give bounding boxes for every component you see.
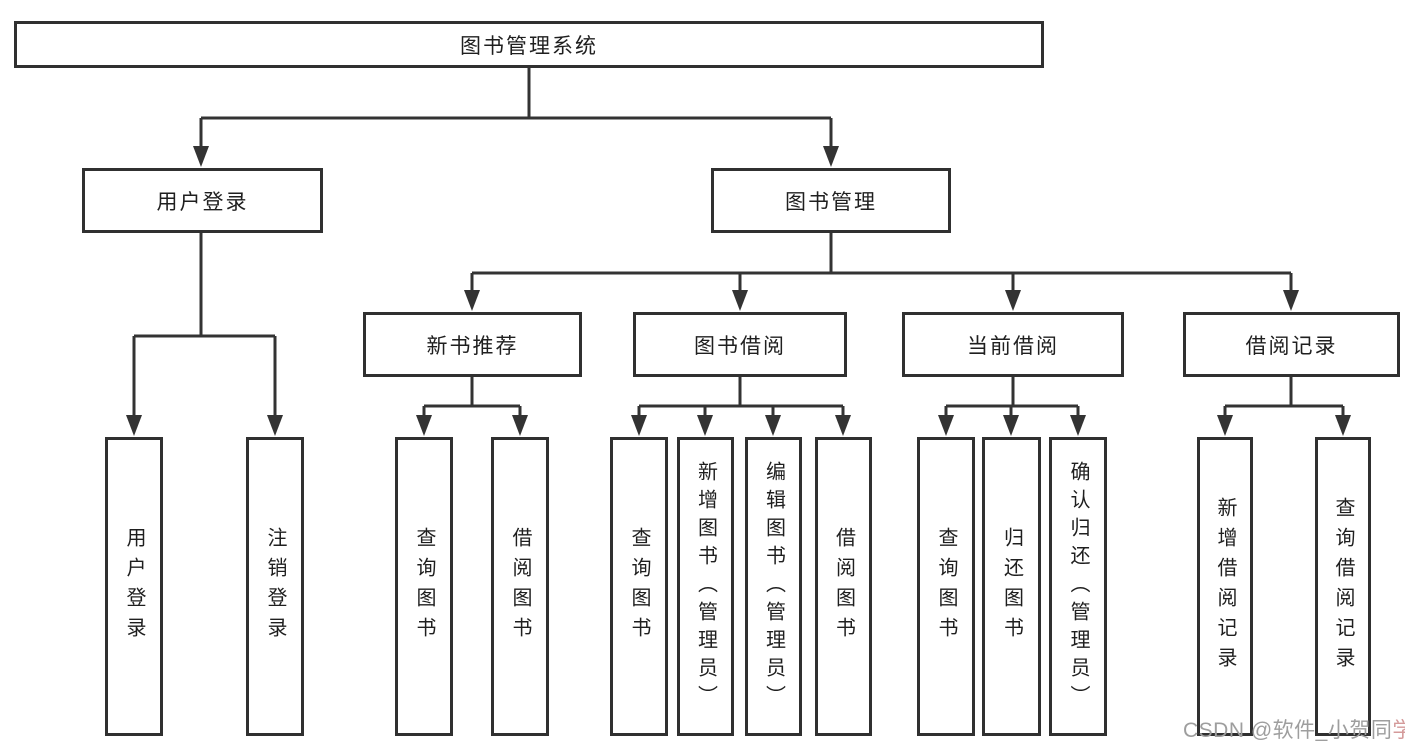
node-return-books: 归还图书	[982, 437, 1041, 736]
node-current-borrowing: 当前借阅	[902, 312, 1124, 377]
node-label: 确认归还（管理员）	[1067, 460, 1089, 713]
node-label: 用户登录	[123, 526, 145, 647]
node-confirm-return-admin: 确认归还（管理员）	[1049, 437, 1107, 736]
csdn-watermark: CSDN @软件_小贺同学	[1183, 714, 1405, 744]
node-label: 查询图书	[628, 526, 650, 647]
node-label: 查询图书	[413, 526, 435, 647]
node-label: 图书借阅	[694, 334, 786, 358]
node-label: 借阅图书	[832, 526, 855, 647]
watermark-accent-text: 学	[1392, 719, 1405, 742]
node-label: 当前借阅	[967, 334, 1059, 358]
node-query-borrow-record: 查询借阅记录	[1315, 437, 1371, 736]
node-add-borrow-record: 新增借阅记录	[1197, 437, 1253, 736]
node-label: 新书推荐	[426, 334, 519, 358]
node-query-books-3: 查询图书	[917, 437, 975, 736]
node-label: 借阅图书	[509, 526, 531, 647]
node-logout: 注销登录	[246, 437, 304, 736]
node-label: 注销登录	[264, 526, 286, 647]
node-user-login-branch: 用户登录	[82, 168, 323, 233]
node-book-management: 图书管理	[711, 168, 951, 233]
node-label: 编辑图书（管理员）	[762, 460, 785, 713]
node-new-book-recommend: 新书推荐	[363, 312, 582, 377]
node-borrow-books-2: 借阅图书	[815, 437, 872, 736]
node-user-login-leaf: 用户登录	[105, 437, 163, 736]
node-borrowing-records: 借阅记录	[1183, 312, 1400, 377]
node-label: 借阅记录	[1245, 334, 1338, 358]
node-label: 查询借阅记录	[1332, 496, 1354, 677]
node-label: 用户登录	[156, 190, 249, 214]
node-label: 归还图书	[1000, 526, 1023, 647]
node-borrow-books-1: 借阅图书	[491, 437, 549, 736]
arrowheads	[126, 146, 1351, 436]
node-edit-books-admin: 编辑图书（管理员）	[745, 437, 802, 736]
node-query-books-1: 查询图书	[395, 437, 453, 736]
node-query-books-2: 查询图书	[610, 437, 668, 736]
watermark-text: CSDN @软件_小贺同	[1183, 719, 1393, 742]
node-book-borrowing: 图书借阅	[633, 312, 847, 377]
node-label: 新增借阅记录	[1214, 496, 1236, 677]
node-library-management-system: 图书管理系统	[14, 21, 1044, 68]
node-label: 查询图书	[935, 526, 957, 647]
node-label: 图书管理	[785, 190, 877, 214]
node-label: 新增图书（管理员）	[694, 460, 717, 713]
node-add-books-admin: 新增图书（管理员）	[677, 437, 734, 736]
node-label: 图书管理系统	[460, 34, 598, 58]
